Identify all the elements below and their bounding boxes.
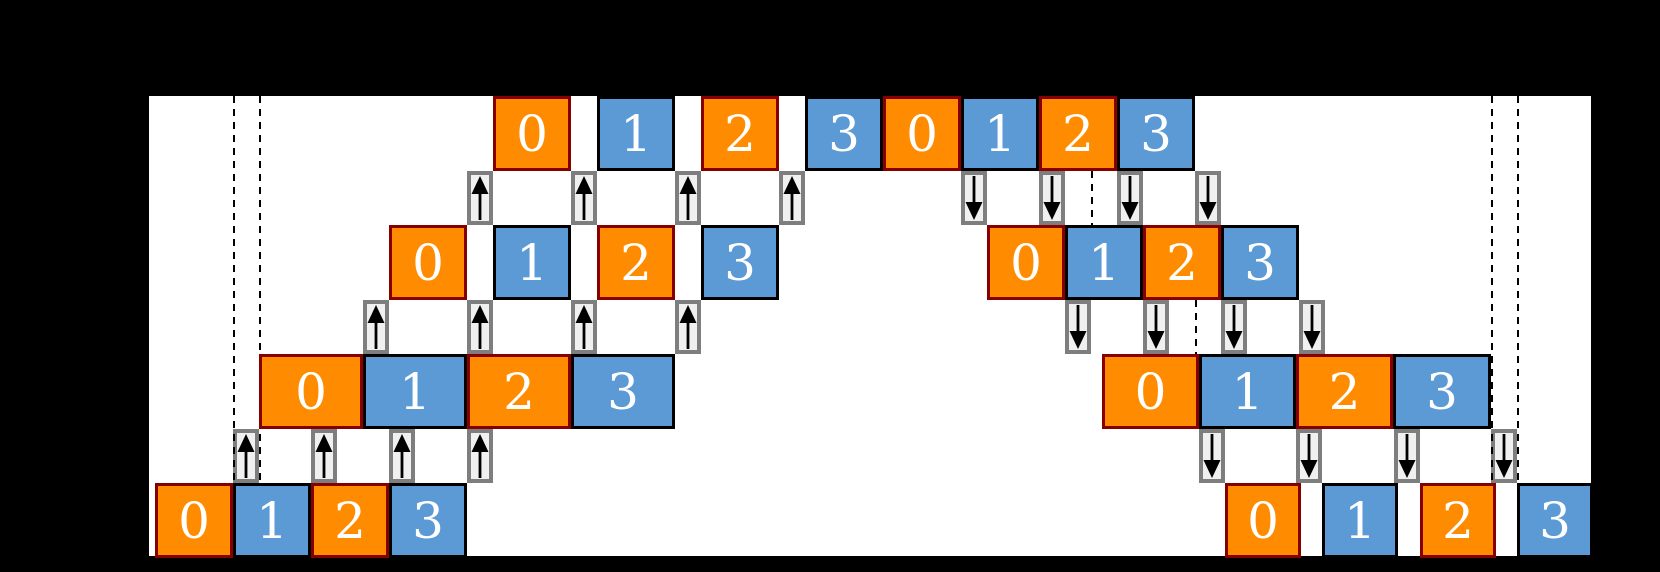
- microbatch-label: 1: [399, 362, 431, 421]
- comm-box-down-arrow-icon: [1491, 429, 1517, 483]
- microbatch-label: 0: [412, 233, 444, 292]
- comm-box-up-arrow-icon: [389, 429, 415, 483]
- microbatch-block-stage2-down-mb1: 1: [1199, 354, 1296, 429]
- microbatch-label: 2: [1166, 233, 1198, 292]
- microbatch-block-stage2-up-mb3: 3: [571, 354, 675, 429]
- microbatch-label: 1: [620, 104, 652, 163]
- microbatch-label: 3: [412, 491, 444, 550]
- comm-box-down-arrow-icon: [1199, 429, 1225, 483]
- microbatch-label: 0: [1247, 491, 1279, 550]
- comm-box-down-arrow-icon: [1143, 300, 1169, 354]
- comm-box-down-arrow-icon: [1299, 300, 1325, 354]
- microbatch-block-stage1-down-mb2: 2: [1420, 483, 1496, 558]
- comm-box-up-arrow-icon: [675, 300, 701, 354]
- microbatch-block-stage1-up-mb3: 3: [389, 483, 467, 558]
- microbatch-block-stage1-up-mb2: 2: [311, 483, 389, 558]
- comm-box-up-arrow-icon: [571, 300, 597, 354]
- microbatch-label: 2: [1062, 104, 1094, 163]
- microbatch-block-stage3-up-mb0: 0: [389, 225, 467, 300]
- microbatch-block-stage1-down-mb3: 3: [1517, 483, 1593, 558]
- microbatch-label: 1: [1231, 362, 1264, 421]
- microbatch-block-stage3-up-mb2: 2: [597, 225, 675, 300]
- microbatch-block-stage3-up-mb1: 1: [493, 225, 571, 300]
- microbatch-label: 0: [295, 362, 327, 421]
- microbatch-label: 2: [503, 362, 535, 421]
- microbatch-block-stage1-up-mb0: 0: [155, 483, 233, 558]
- microbatch-block-stage3-up-mb3: 3: [701, 225, 779, 300]
- comm-box-up-arrow-icon: [311, 429, 337, 483]
- dashed-guideline: [1091, 171, 1093, 225]
- dashed-guideline: [1195, 300, 1197, 354]
- comm-box-up-arrow-icon: [571, 171, 597, 225]
- microbatch-block-stage4-up-mb2: 2: [701, 96, 779, 171]
- microbatch-block-stage3-down-mb3: 3: [1221, 225, 1299, 300]
- microbatch-block-stage3-down-mb0: 0: [987, 225, 1065, 300]
- microbatch-block-stage4-down-mb3: 3: [1117, 96, 1195, 171]
- dashed-guideline: [259, 96, 261, 558]
- comm-box-down-arrow-icon: [1195, 171, 1221, 225]
- microbatch-label: 2: [334, 491, 366, 550]
- microbatch-block-stage4-down-mb1: 1: [961, 96, 1039, 171]
- microbatch-label: 3: [1426, 362, 1458, 421]
- comm-box-up-arrow-icon: [467, 300, 493, 354]
- comm-box-down-arrow-icon: [1394, 429, 1420, 483]
- microbatch-label: 2: [1442, 491, 1474, 550]
- microbatch-label: 2: [620, 233, 652, 292]
- microbatch-label: 0: [178, 491, 210, 550]
- microbatch-block-stage1-down-mb0: 0: [1225, 483, 1301, 558]
- microbatch-block-stage4-up-mb1: 1: [597, 96, 675, 171]
- comm-box-up-arrow-icon: [233, 429, 259, 483]
- microbatch-label: 3: [828, 104, 860, 163]
- microbatch-block-stage2-down-mb2: 2: [1296, 354, 1393, 429]
- dashed-guideline: [233, 96, 235, 558]
- comm-box-up-arrow-icon: [363, 300, 389, 354]
- microbatch-label: 0: [1134, 362, 1167, 421]
- comm-box-down-arrow-icon: [1117, 171, 1143, 225]
- microbatch-label: 0: [906, 104, 938, 163]
- dashed-guideline: [1491, 96, 1493, 558]
- microbatch-label: 3: [607, 362, 639, 421]
- dashed-guideline: [1517, 96, 1519, 558]
- microbatch-label: 2: [1328, 362, 1361, 421]
- microbatch-label: 3: [724, 233, 756, 292]
- comm-box-down-arrow-icon: [1221, 300, 1247, 354]
- comm-box-up-arrow-icon: [675, 171, 701, 225]
- microbatch-block-stage3-down-mb1: 1: [1065, 225, 1143, 300]
- comm-box-up-arrow-icon: [467, 171, 493, 225]
- microbatch-label: 3: [1140, 104, 1172, 163]
- comm-box-down-arrow-icon: [961, 171, 987, 225]
- microbatch-label: 0: [1010, 233, 1042, 292]
- microbatch-label: 1: [516, 233, 548, 292]
- microbatch-label: 1: [1344, 491, 1376, 550]
- microbatch-label: 1: [984, 104, 1016, 163]
- microbatch-label: 1: [256, 491, 288, 550]
- microbatch-block-stage2-up-mb0: 0: [259, 354, 363, 429]
- microbatch-label: 3: [1539, 491, 1571, 550]
- microbatch-block-stage4-down-mb0: 0: [883, 96, 961, 171]
- microbatch-block-stage4-up-mb3: 3: [805, 96, 883, 171]
- microbatch-block-stage3-down-mb2: 2: [1143, 225, 1221, 300]
- microbatch-label: 0: [516, 104, 548, 163]
- microbatch-label: 1: [1088, 233, 1120, 292]
- comm-box-down-arrow-icon: [1039, 171, 1065, 225]
- comm-box-down-arrow-icon: [1065, 300, 1091, 354]
- microbatch-block-stage1-down-mb1: 1: [1322, 483, 1398, 558]
- microbatch-block-stage2-up-mb1: 1: [363, 354, 467, 429]
- microbatch-block-stage1-up-mb1: 1: [233, 483, 311, 558]
- comm-box-up-arrow-icon: [779, 171, 805, 225]
- microbatch-label: 3: [1244, 233, 1276, 292]
- microbatch-label: 2: [724, 104, 756, 163]
- microbatch-block-stage2-up-mb2: 2: [467, 354, 571, 429]
- microbatch-block-stage4-down-mb2: 2: [1039, 96, 1117, 171]
- microbatch-block-stage2-down-mb3: 3: [1393, 354, 1491, 429]
- microbatch-block-stage2-down-mb0: 0: [1102, 354, 1199, 429]
- microbatch-block-stage4-up-mb0: 0: [493, 96, 571, 171]
- comm-box-down-arrow-icon: [1296, 429, 1322, 483]
- comm-box-up-arrow-icon: [467, 429, 493, 483]
